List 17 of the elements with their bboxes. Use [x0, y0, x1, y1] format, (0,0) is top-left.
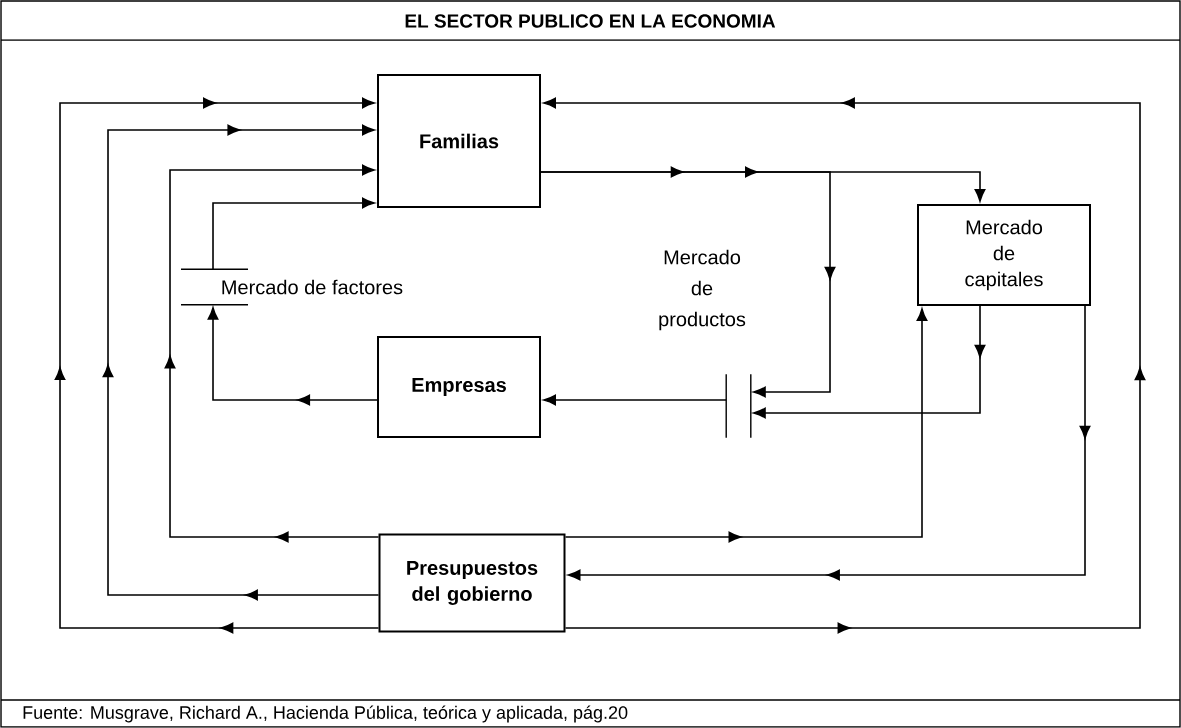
process-box: Empresas [377, 336, 541, 438]
process-box: Mercado de capitales [917, 204, 1091, 306]
arrow [102, 124, 380, 601]
arrow [564, 308, 928, 543]
process-box: Familias [377, 74, 541, 208]
source-note: Fuente: Musgrave, Richard A., Hacienda Pública, teórica y aplicada, pág.20 [23, 705, 628, 723]
arrow [543, 97, 1146, 634]
arrow [54, 97, 380, 634]
arrow [540, 166, 986, 202]
arrow [753, 305, 986, 419]
process-box: Presupuestos del gobierno [378, 533, 566, 633]
arrow [164, 164, 380, 543]
arrow [212, 197, 375, 270]
arrow [567, 305, 1091, 581]
arrow [543, 394, 727, 406]
title: EL SECTOR PUBLICO EN LA ECONOMIA [405, 14, 776, 28]
arrow [207, 307, 378, 406]
